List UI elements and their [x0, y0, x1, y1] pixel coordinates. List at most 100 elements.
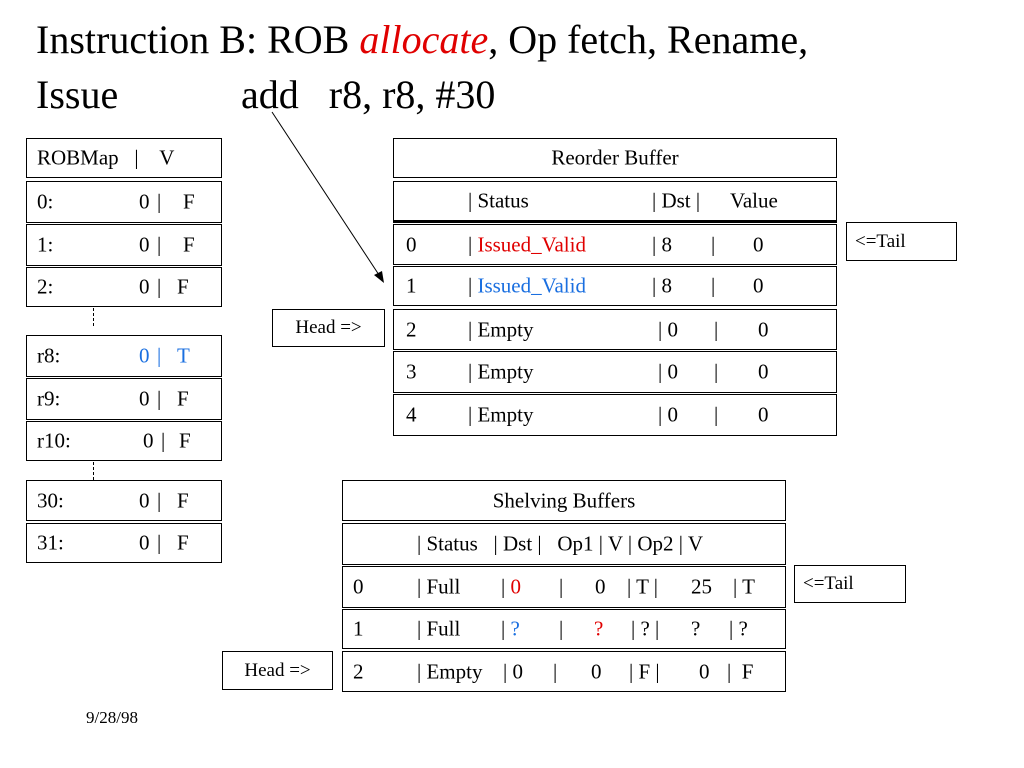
sb-v1-text: T [636, 574, 649, 599]
robmap-row: 0: 0 | F [26, 181, 222, 223]
sb-v1-text: F [638, 659, 651, 683]
robmap-reg: 1: [37, 232, 54, 257]
robmap-sep: | [157, 232, 162, 257]
sb-tail-label: <=Tail [803, 573, 854, 594]
robmap-sep: | [157, 530, 162, 555]
rob-col-dst: | Dst | [652, 188, 701, 213]
robmap-valid: F [183, 189, 195, 214]
robmap-row: 31: 0 | F [26, 523, 222, 563]
sb-sep: | [559, 616, 564, 641]
rob-dst-text: 8 [661, 273, 672, 298]
robmap-sep: | [157, 274, 162, 299]
sb-header-row: | Status | Dst | Op1 | V | Op2 | V [342, 523, 786, 565]
sb-row: 1 | Full | ? | ? | ? | ? | ? [342, 609, 786, 649]
robmap-sep: | [157, 488, 162, 512]
title-instruction: add r8, r8, #30 [241, 72, 496, 117]
sb-title-box: Shelving Buffers [342, 480, 786, 521]
robmap-tag: 0 [139, 386, 150, 411]
rob-title-box: Reorder Buffer [393, 138, 837, 178]
sb-v2-text: F [741, 659, 754, 683]
rob-col-status: | Status [468, 188, 529, 213]
sb-tail-pointer: <=Tail [794, 565, 906, 603]
robmap-valid: F [177, 488, 189, 512]
rob-status-text: Issued_Valid [477, 273, 586, 298]
sb-idx: 2 [353, 659, 364, 683]
sb-dst: | 0 [501, 574, 521, 599]
rob-status: | Empty [468, 317, 534, 341]
rob-dst: | 0 [658, 359, 678, 384]
rob-sep: | [714, 317, 719, 341]
robmap-tag: 0 [139, 530, 150, 555]
rob-idx: 1 [406, 273, 417, 298]
title-highlight: allocate [359, 17, 489, 62]
robmap-reg: 30: [37, 488, 64, 512]
sb-dst-text: ? [510, 616, 520, 641]
robmap-valid: F [177, 386, 189, 411]
robmap-header: ROBMap | V [26, 138, 222, 178]
sb-status: | Empty [417, 659, 483, 683]
rob-value: 0 [753, 273, 764, 298]
sb-v1: | ? | [631, 616, 660, 641]
robmap-ellipsis [93, 308, 94, 326]
rob-dst: | 0 [658, 402, 678, 427]
rob-status-text: Issued_Valid [477, 232, 586, 256]
sb-v2: | ? [729, 616, 748, 641]
sb-dst: | ? [501, 616, 520, 641]
rob-dst: | 8 [652, 232, 672, 256]
rob-value: 0 [753, 232, 764, 256]
sb-v2: | F [727, 659, 754, 683]
robmap-row: 2: 0 | F [26, 267, 222, 307]
title-issue-label: Issue [36, 72, 119, 117]
sb-v1: | T | [627, 574, 658, 599]
sb-dst-text: 0 [512, 659, 523, 683]
sb-head-pointer: Head => [222, 651, 333, 690]
sb-v2: | T [733, 574, 755, 599]
sb-title: Shelving Buffers [492, 488, 636, 512]
robmap-tag: 0 [143, 428, 154, 453]
sb-v1-text: ? [640, 616, 650, 641]
robmap-reg: 0: [37, 189, 54, 214]
robmap-row: r9: 0 | F [26, 378, 222, 420]
sb-dst-text: 0 [510, 574, 521, 599]
sb-head-label: Head => [244, 659, 311, 681]
sb-v1: | F | [629, 659, 660, 683]
robmap-valid: T [177, 343, 190, 368]
rob-value: 0 [758, 359, 769, 384]
sb-op1: 0 [595, 574, 606, 599]
sb-sep: | [553, 659, 558, 683]
rob-idx: 0 [406, 232, 417, 256]
rob-dst-text: 0 [667, 317, 678, 341]
rob-dst-text: 0 [667, 402, 678, 427]
robmap-tag: 0 [139, 232, 150, 257]
slide-title-line2: Issue add r8, r8, #30 [36, 72, 495, 117]
robmap-tag: 0 [139, 274, 150, 299]
robmap-row: r8: 0 | T [26, 335, 222, 377]
sb-row: 0 | Full | 0 | 0 | T | 25 | T [342, 566, 786, 608]
rob-tail-label: <=Tail [855, 230, 906, 252]
robmap-sep: | [157, 386, 162, 411]
robmap-tag: 0 [139, 343, 150, 368]
robmap-reg: 31: [37, 530, 64, 555]
rob-dst-text: 0 [667, 359, 678, 384]
sb-op2: 25 [691, 574, 712, 599]
rob-value: 0 [758, 317, 769, 341]
robmap-reg: r9: [37, 386, 61, 411]
rob-value: 0 [758, 402, 769, 427]
rob-tail-pointer: <=Tail [846, 222, 957, 261]
robmap-valid: F [177, 274, 189, 299]
robmap-sep: | [157, 343, 162, 368]
rob-row: 4 | Empty | 0 | 0 [393, 394, 837, 436]
sb-dst: | 0 [503, 659, 523, 683]
robmap-header-label: ROBMap | V [37, 145, 175, 170]
rob-dst-text: 8 [661, 232, 672, 256]
sb-op1: ? [594, 616, 604, 641]
rob-status: | Empty [468, 402, 534, 427]
rob-idx: 3 [406, 359, 417, 384]
rob-sep: | [714, 359, 719, 384]
rob-status: | Issued_Valid [468, 273, 586, 298]
rob-header-row: | Status | Dst | Value [393, 181, 837, 223]
rob-row: 3 | Empty | 0 | 0 [393, 351, 837, 393]
sb-header: | Status | Dst | Op1 | V | Op2 | V [417, 531, 704, 556]
robmap-row: 1: 0 | F [26, 224, 222, 266]
